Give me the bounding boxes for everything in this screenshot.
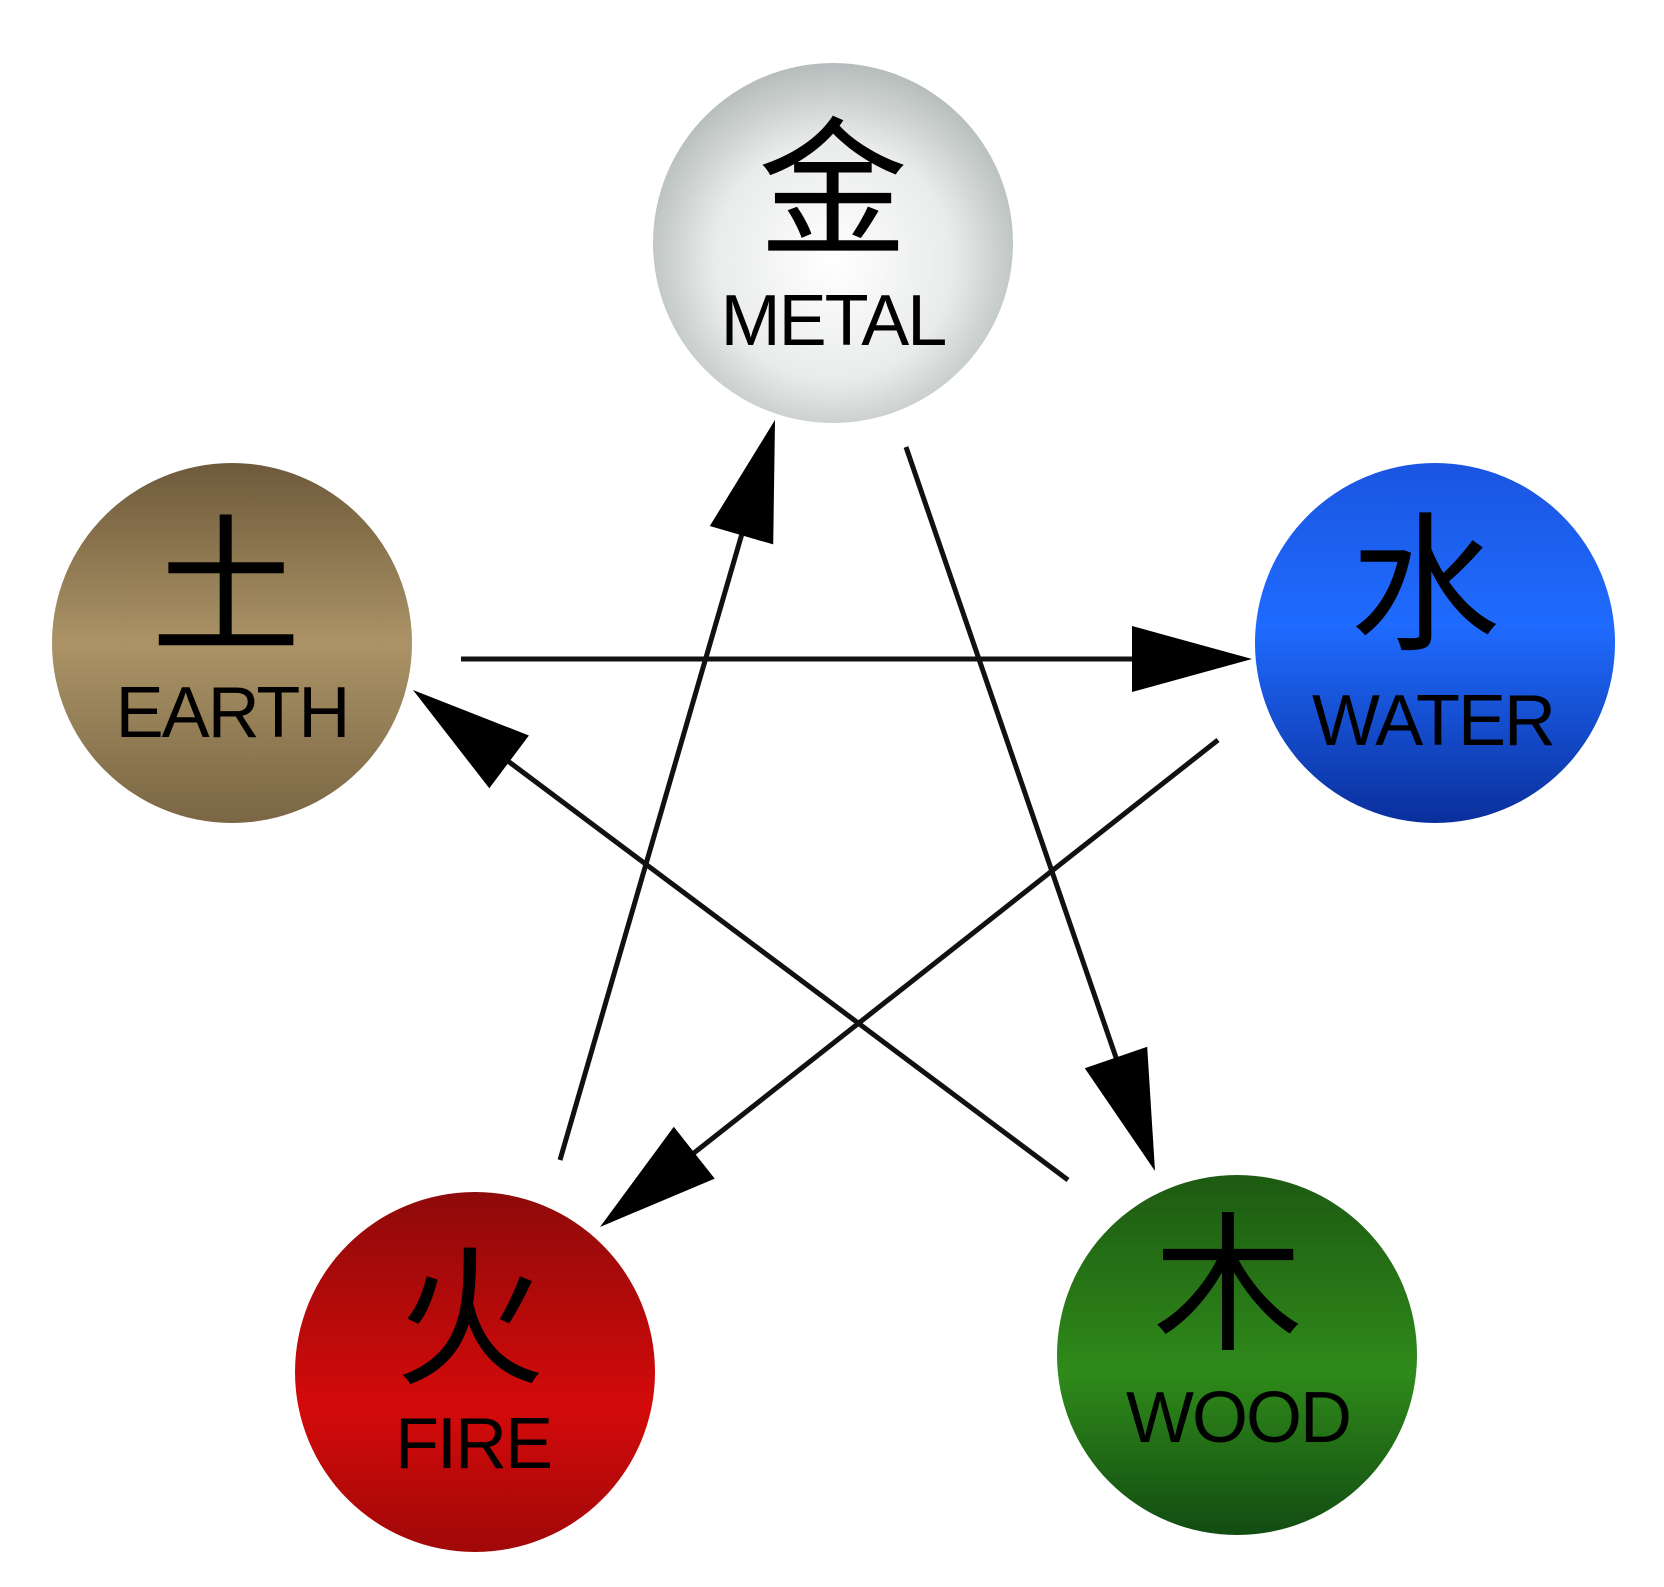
fire-circle [295,1192,655,1552]
node-wood: 木 WOOD [1057,1175,1417,1535]
wood-circle [1057,1175,1417,1535]
wood-label: WOOD [1126,1378,1350,1458]
metal-circle [653,63,1013,423]
fire-character: 火 [395,1234,545,1408]
metal-label: METAL [721,281,946,361]
arrow-wood-to-earth [499,753,1070,1183]
water-label: WATER [1312,681,1554,761]
arrowhead-earth-to-water [1132,626,1252,692]
arrow-water-to-fire [684,738,1220,1161]
arrowhead-wood-to-earth [413,690,529,789]
arrow-metal-to-wood [903,446,1122,1068]
water-character: 水 [1350,500,1500,674]
node-fire: 火 FIRE [295,1192,655,1552]
arrow-fire-to-metal [557,524,747,1161]
metal-character: 金 [758,105,908,279]
arrowhead-metal-to-wood [1084,1046,1155,1171]
node-earth: 土 EARTH [52,463,412,823]
node-metal: 金 METAL [653,63,1013,423]
earth-character: 土 [151,502,301,676]
arrows-group [413,420,1252,1227]
arrowhead-water-to-fire [600,1126,715,1227]
earth-label: EARTH [116,673,349,753]
water-circle [1255,463,1615,823]
earth-circle [52,463,412,823]
fire-label: FIRE [395,1404,551,1484]
wood-character: 木 [1153,1200,1303,1374]
arrowhead-fire-to-metal [709,420,775,545]
node-water: 水 WATER [1255,463,1615,823]
